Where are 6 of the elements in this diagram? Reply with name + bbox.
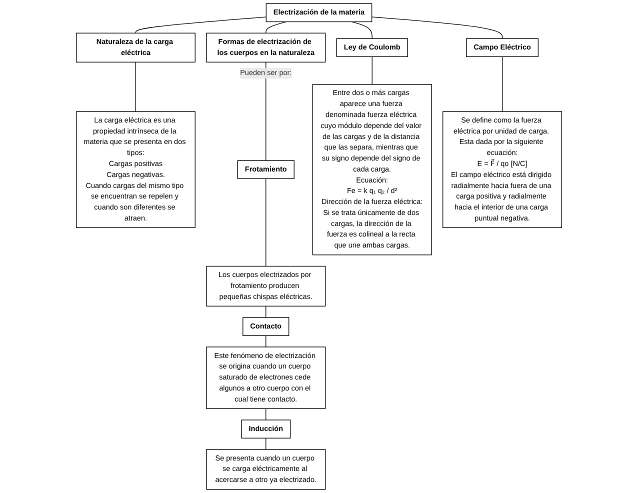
connector [135,62,136,112]
connector [502,56,503,112]
connector [266,21,287,34]
connector [372,16,503,39]
connector [351,21,372,39]
connector [135,16,266,34]
